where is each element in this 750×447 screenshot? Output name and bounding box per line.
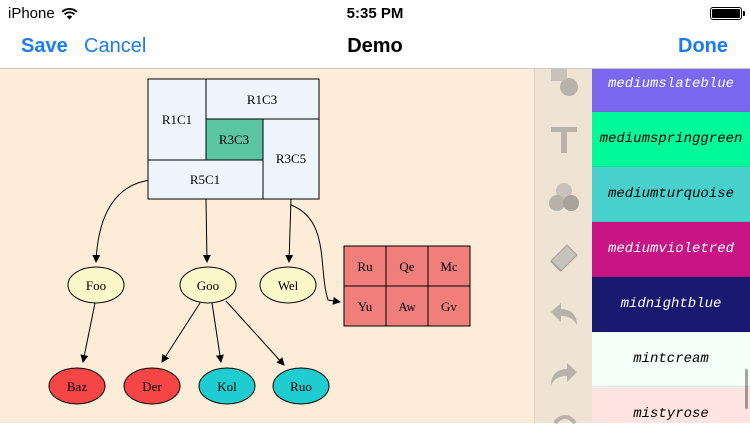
redo-icon[interactable]: [545, 355, 583, 393]
color-swatch-label: mintcream: [633, 351, 709, 367]
node-wel[interactable]: Wel: [259, 266, 317, 304]
node-kol[interactable]: Kol: [198, 367, 256, 405]
color-swatch-label: mediumvioletred: [607, 241, 735, 257]
color-swatch-label: mediumslateblue: [607, 76, 735, 92]
node-label-kol: Kol: [217, 379, 237, 394]
edge-r5c1-foo: [92, 179, 151, 263]
tool-palette: [534, 69, 592, 425]
node-der[interactable]: Der: [123, 367, 181, 405]
edge-r3c5-wel: [285, 198, 294, 263]
node-ruo[interactable]: Ruo: [272, 367, 330, 405]
grid-node[interactable]: Ru Qe Mc Yu Aw Gv: [343, 245, 471, 327]
text-icon[interactable]: [545, 121, 583, 159]
status-bar: iPhone 5:35 PM: [0, 0, 750, 28]
edge-r5c1-goo: [202, 198, 211, 263]
edge-goo-der: [161, 302, 201, 363]
grid-cell: [427, 245, 471, 287]
table-label-r3c5: R3C5: [276, 151, 306, 166]
done-button[interactable]: Done: [678, 35, 728, 57]
node-label-wel: Wel: [278, 278, 299, 293]
color-swatch-mistyrose[interactable]: mistyrose: [592, 387, 750, 423]
status-time: 5:35 PM: [346, 5, 404, 22]
color-swatch-mediumvioletred[interactable]: mediumvioletred: [592, 222, 750, 277]
edge-goo-ruo: [225, 300, 285, 366]
table-cell-r3c3: [205, 118, 264, 161]
node-label-ruo: Ruo: [290, 379, 312, 394]
table-label-r5c1: R5C1: [190, 172, 220, 187]
color-swatch-label: mistyrose: [633, 406, 709, 422]
grid-label-qe: Qe: [399, 259, 414, 274]
grid-cell: [385, 285, 429, 327]
wifi-icon: [61, 7, 78, 19]
color-swatch-list: mediumslateblue mediumspringgreen mediumtu…: [592, 69, 750, 423]
node-label-goo: Goo: [197, 278, 219, 293]
battery-icon: [710, 7, 745, 20]
scroll-indicator[interactable]: [745, 369, 748, 409]
node-label-foo: Foo: [86, 278, 106, 293]
grid-cell: [343, 285, 387, 327]
grid-cell: [343, 245, 387, 287]
grid-cell: [427, 285, 471, 327]
color-swatch-label: midnightblue: [620, 296, 722, 312]
more-tools-icon[interactable]: [545, 409, 583, 447]
color-list[interactable]: mediumslateblue mediumspringgreen mediumtu…: [592, 69, 750, 423]
table-label-r3c3: R3C3: [219, 132, 249, 147]
table-label-r1c3: R1C3: [247, 92, 277, 107]
node-label-der: Der: [142, 379, 162, 394]
node-foo[interactable]: Foo: [67, 266, 125, 304]
color-swatch-mediumslateblue[interactable]: mediumslateblue: [592, 69, 750, 112]
diagram-canvas[interactable]: R1C1 R1C3 R3C3 R3C5 R5C1 Foo Goo Wel Baz…: [0, 69, 534, 423]
carrier-label: iPhone: [8, 5, 55, 22]
grid-label-ru: Ru: [357, 259, 373, 274]
color-swatch-label: mediumturquoise: [607, 186, 735, 202]
color-swatch-mintcream[interactable]: mintcream: [592, 332, 750, 387]
node-goo[interactable]: Goo: [179, 266, 237, 304]
graph-edges: [80, 179, 341, 366]
grid-label-aw: Aw: [398, 299, 416, 314]
carrier: iPhone: [8, 5, 78, 22]
table-label-r1c1: R1C1: [162, 112, 192, 127]
table-node[interactable]: R1C1 R1C3 R3C3 R3C5 R5C1: [147, 78, 320, 200]
shapes-icon[interactable]: [545, 69, 583, 107]
grid-label-gv: Gv: [441, 299, 457, 314]
color-swatch-midnightblue[interactable]: midnightblue: [592, 277, 750, 332]
table-cell-r3c5: [262, 118, 320, 200]
color-swatch-mediumspringgreen[interactable]: mediumspringgreen: [592, 112, 750, 167]
color-swatch-mediumturquoise[interactable]: mediumturquoise: [592, 167, 750, 222]
save-button[interactable]: Save: [21, 35, 68, 57]
node-baz[interactable]: Baz: [48, 367, 106, 405]
edge-r3c5-grid: [290, 204, 341, 305]
table-cell-r1c1: [147, 78, 207, 161]
color-circles-icon[interactable]: [545, 179, 583, 217]
navigation-bar: Save Cancel Demo Done: [0, 28, 750, 69]
eraser-icon[interactable]: [545, 237, 583, 275]
node-label-baz: Baz: [67, 379, 87, 394]
graph-diagram[interactable]: R1C1 R1C3 R3C3 R3C5 R5C1 Foo Goo Wel Baz…: [0, 69, 534, 423]
edge-goo-kol: [211, 302, 224, 363]
edge-foo-baz: [80, 302, 96, 363]
grid-label-yu: Yu: [358, 299, 373, 314]
undo-icon[interactable]: [545, 295, 583, 333]
table-cell-r5c1: [147, 159, 264, 200]
grid-label-mc: Mc: [440, 259, 458, 274]
cancel-button[interactable]: Cancel: [84, 35, 147, 57]
color-swatch-label: mediumspringgreen: [599, 131, 743, 147]
